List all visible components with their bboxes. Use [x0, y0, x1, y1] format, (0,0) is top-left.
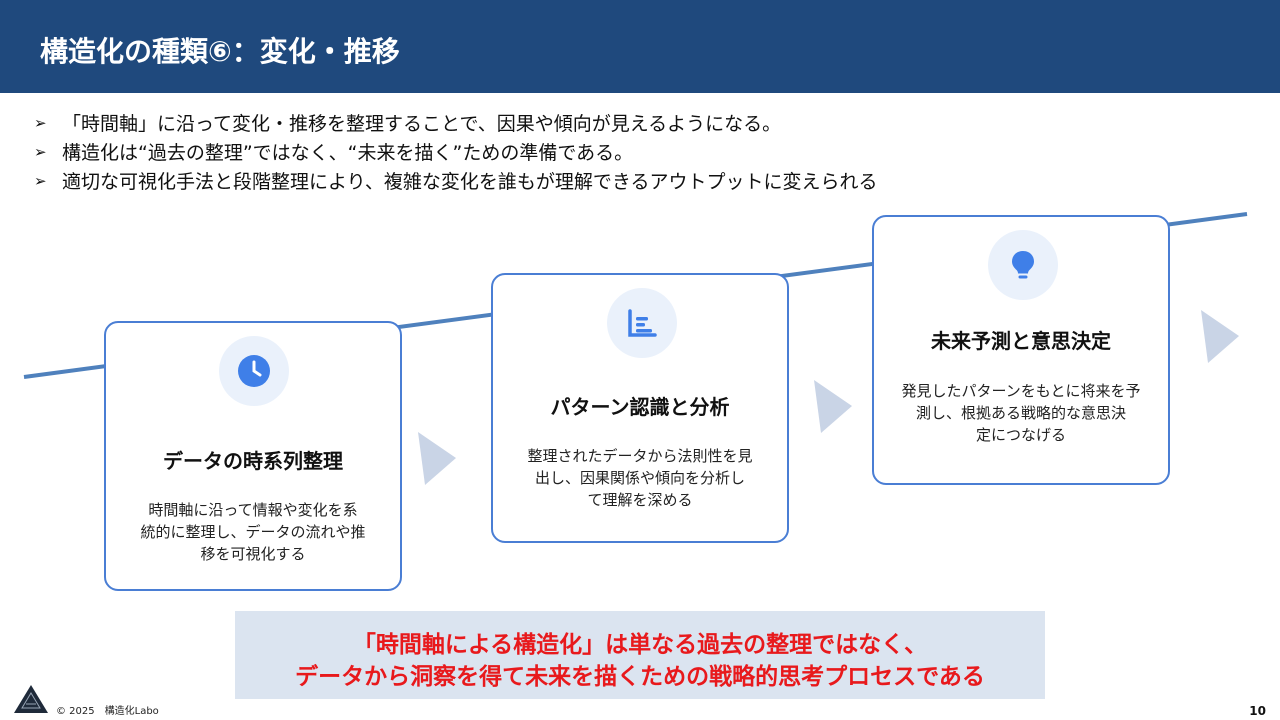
desc-line: 時間軸に沿って情報や変化を系	[148, 501, 358, 519]
bullet-text: 構造化は“過去の整理”ではなく、“未来を描く”ための準備である。	[62, 142, 634, 164]
desc-line: 発見したパターンをもとに将来を予	[901, 382, 1141, 400]
summary-line-1: 「時間軸による構造化」は単なる過去の整理ではなく、	[352, 632, 928, 658]
header-bar: 構造化の種類⑥：変化・推移	[0, 0, 1280, 93]
step-card-pattern: パターン認識と分析 整理されたデータから法則性を見 出し、因果関係や傾向を分析し…	[491, 273, 789, 543]
card-title: データの時系列整理	[163, 449, 343, 473]
card-title: パターン認識と分析	[550, 395, 730, 419]
desc-line: 移を可視化する	[200, 545, 306, 563]
bullet-item: ➢ 構造化は“過去の整理”ではなく、“未来を描く”ための準備である。	[34, 137, 877, 166]
bullet-text: 適切な可視化手法と段階整理により、複雑な変化を誰もが理解できるアウトプットに変え…	[62, 171, 878, 193]
card-title: 未来予測と意思決定	[931, 329, 1111, 353]
desc-line: 統的に整理し、データの流れや推	[140, 523, 366, 541]
bullet-item: ➢ 適切な可視化手法と段階整理により、複雑な変化を誰もが理解できるアウトプットに…	[34, 166, 877, 195]
logo-icon	[14, 685, 48, 713]
icon-badge	[988, 230, 1058, 300]
arrow-bullet-icon: ➢	[34, 113, 47, 132]
desc-line: 整理されたデータから法則性を見	[527, 447, 753, 465]
flow-arrow-icon	[1201, 310, 1239, 363]
clock-icon	[238, 355, 270, 387]
desc-line: 出し、因果関係や傾向を分析し	[534, 469, 745, 487]
summary-box: 「時間軸による構造化」は単なる過去の整理ではなく、 データから洞察を得て未来を描…	[235, 611, 1045, 699]
lightbulb-icon	[1012, 251, 1034, 279]
summary-line-2: データから洞察を得て未来を描くための戦略的思考プロセスである	[295, 664, 985, 690]
desc-line: て理解を深める	[587, 491, 693, 509]
page-number: 10	[1249, 704, 1266, 718]
card-description: 発見したパターンをもとに将来を予 測し、根拠ある戦略的な意思決 定につなげる	[896, 380, 1146, 446]
flow-arrow-icon	[418, 432, 456, 485]
step-card-forecast: 未来予測と意思決定 発見したパターンをもとに将来を予 測し、根拠ある戦略的な意思…	[872, 215, 1170, 485]
card-description: 整理されたデータから法則性を見 出し、因果関係や傾向を分析し て理解を深める	[515, 445, 765, 511]
page-title: 構造化の種類⑥：変化・推移	[40, 35, 400, 68]
desc-line: 定につなげる	[975, 426, 1066, 444]
arrow-bullet-icon: ➢	[34, 142, 47, 161]
icon-badge	[607, 288, 677, 358]
bullet-item: ➢ 「時間軸」に沿って変化・推移を整理することで、因果や傾向が見えるようになる。	[34, 108, 877, 137]
bullet-list: ➢ 「時間軸」に沿って変化・推移を整理することで、因果や傾向が見えるようになる。…	[34, 108, 877, 195]
card-description: 時間軸に沿って情報や変化を系 統的に整理し、データの流れや推 移を可視化する	[128, 499, 378, 565]
icon-badge	[219, 336, 289, 406]
flow-arrow-icon	[814, 380, 852, 433]
desc-line: 測し、根拠ある戦略的な意思決	[915, 404, 1126, 422]
arrow-bullet-icon: ➢	[34, 171, 47, 190]
bullet-text: 「時間軸」に沿って変化・推移を整理することで、因果や傾向が見えるようになる。	[62, 113, 782, 135]
copyright-text: © 2025 構造化Labo	[56, 706, 159, 717]
bar-chart-icon	[628, 309, 657, 337]
step-card-timeseries: データの時系列整理 時間軸に沿って情報や変化を系 統的に整理し、データの流れや推…	[104, 321, 402, 591]
